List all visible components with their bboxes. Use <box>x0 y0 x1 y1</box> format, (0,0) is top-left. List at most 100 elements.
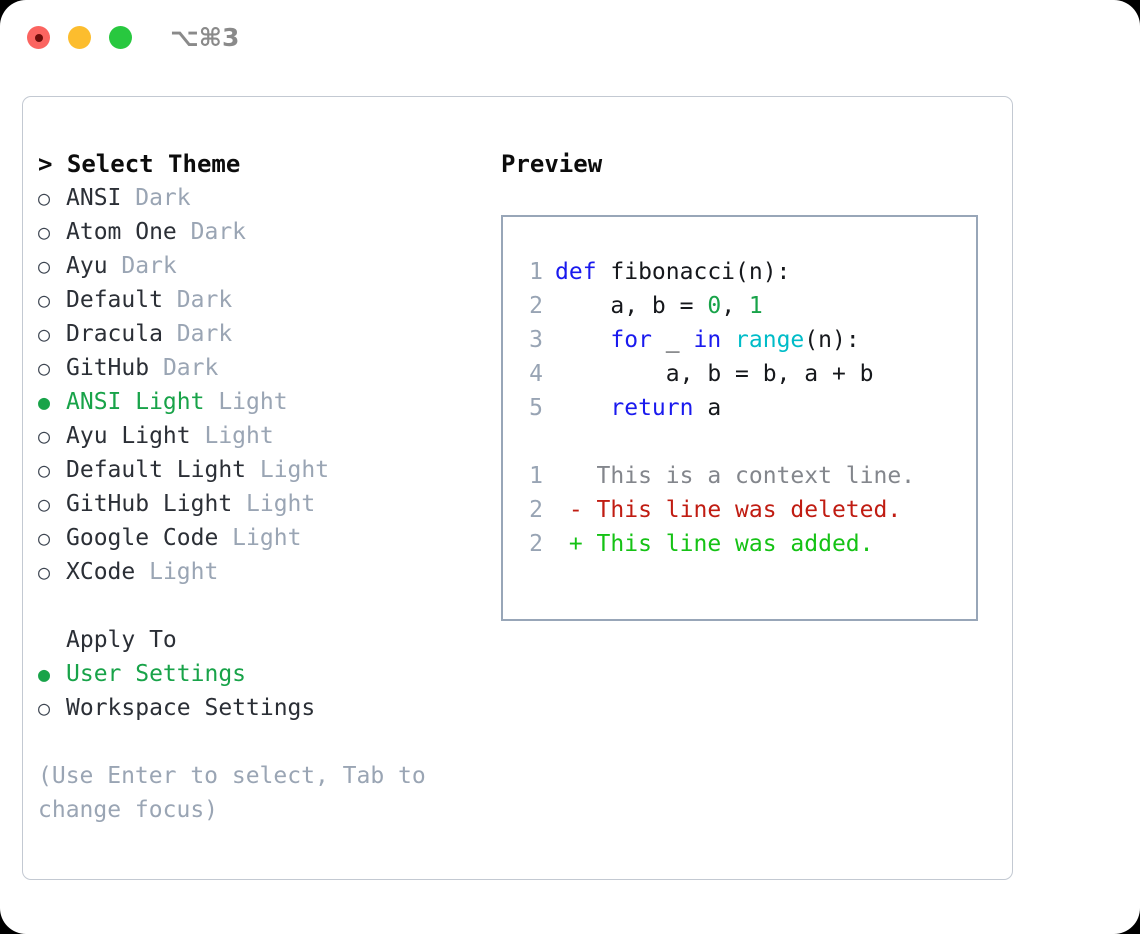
code-line: 5 return a <box>503 391 976 425</box>
line-number: 4 <box>529 361 543 387</box>
radio-selected-icon: ● <box>38 390 51 414</box>
preview-header: Preview <box>501 150 603 178</box>
theme-list-item[interactable]: ○ XCode Light <box>38 555 498 589</box>
theme-list-item[interactable]: ○ Dracula Dark <box>38 317 498 351</box>
code-token <box>555 391 610 425</box>
code-token <box>721 323 735 357</box>
window-controls <box>27 26 132 49</box>
theme-variant: Dark <box>121 185 191 211</box>
theme-list-item[interactable]: ○Google Code Light <box>38 521 498 555</box>
diff-line: 2 + This line was added. <box>503 527 976 561</box>
theme-name: Default <box>66 287 163 313</box>
apply-to-label: Workspace Settings <box>66 695 316 721</box>
line-number: 2 <box>529 293 543 319</box>
line-number: 5 <box>529 395 543 421</box>
theme-list: ○ANSI Dark○Atom One Dark○Ayu Dark○Defaul… <box>38 181 498 589</box>
theme-list-item[interactable]: ○ GitHub Dark <box>38 351 498 385</box>
theme-variant: Dark <box>162 321 233 347</box>
code-token: in <box>693 327 722 353</box>
radio-unselected-icon: ○ <box>38 186 51 210</box>
line-number: 1 <box>529 463 543 489</box>
code-token: a, b = <box>555 293 708 319</box>
line-number: 3 <box>529 327 543 353</box>
theme-list-item[interactable]: ○Atom One Dark <box>38 215 498 249</box>
diff-line: 1 This is a context line. <box>503 459 976 493</box>
line-number: 2 <box>529 497 543 523</box>
theme-list-item[interactable]: ○Default Dark <box>38 283 498 317</box>
code-token: for <box>610 327 652 353</box>
theme-variant: Dark <box>162 287 233 313</box>
theme-variant: Light <box>204 389 288 415</box>
apply-to-option[interactable]: ● User Settings <box>38 657 498 691</box>
theme-list-item[interactable]: ○ ANSI Dark <box>38 181 498 215</box>
theme-list-item[interactable]: ○ GitHub Light Light <box>38 487 498 521</box>
apply-to-list: ● User Settings ○ Workspace Settings <box>38 657 498 725</box>
theme-variant: Dark <box>107 253 177 279</box>
apply-to-header: Apply To <box>66 627 177 653</box>
close-button[interactable] <box>27 26 50 49</box>
theme-list-item[interactable]: ○ Ayu Light Light <box>38 419 498 453</box>
code-token: a, b = b, a + b <box>555 361 874 387</box>
theme-name: Default Light <box>66 457 247 483</box>
theme-variant: Dark <box>149 355 219 381</box>
theme-name: Ayu <box>66 253 108 279</box>
theme-variant: Light <box>190 423 274 449</box>
content-frame: > Select Theme ○ANSI Dark○Atom One Dark○… <box>22 96 1013 880</box>
code-token: _ <box>651 327 694 353</box>
code-token: This is a context line. <box>555 463 916 489</box>
code-line: 3 for _ in range(n): <box>503 323 976 357</box>
radio-selected-icon: ● <box>38 662 51 686</box>
theme-name: XCode <box>66 559 136 585</box>
line-number: 2 <box>529 531 543 557</box>
keyboard-hint-text: (Use Enter to select, Tab to change focu… <box>38 763 440 823</box>
theme-name: Ayu Light <box>66 423 191 449</box>
theme-name: GitHub Light <box>66 491 233 517</box>
radio-unselected-icon: ○ <box>38 560 51 584</box>
radio-unselected-icon: ○ <box>38 458 51 482</box>
title-bar: ⌥⌘3 <box>0 0 1140 78</box>
theme-list-item[interactable]: ●ANSI Light Light <box>38 385 498 419</box>
diff-line: 2 - This line was deleted. <box>503 493 976 527</box>
code-token: 0 <box>707 293 722 319</box>
theme-list-item[interactable]: ○ Ayu Dark <box>38 249 498 283</box>
radio-unselected-icon: ○ <box>38 424 51 448</box>
code-token: + This line was added. <box>555 531 874 557</box>
radio-unselected-icon: ○ <box>38 492 51 516</box>
code-diff-gap <box>503 425 976 459</box>
code-token: range <box>735 327 805 353</box>
theme-name: ANSI <box>66 185 122 211</box>
diff-sample: 1 This is a context line.2 - This line w… <box>503 459 976 561</box>
maximize-button[interactable] <box>109 26 132 49</box>
code-line: 4 a, b = b, a + b <box>503 357 976 391</box>
code-token: return <box>610 395 694 421</box>
code-token: , <box>721 293 749 319</box>
theme-list-item[interactable]: ○Default Light Light <box>38 453 498 487</box>
select-theme-header: > Select Theme <box>38 150 241 178</box>
theme-name: Dracula <box>66 321 163 347</box>
theme-variant: Light <box>232 491 316 517</box>
radio-unselected-icon: ○ <box>38 254 51 278</box>
theme-name: GitHub <box>66 355 150 381</box>
theme-variant: Light <box>135 559 219 585</box>
apply-to-option[interactable]: ○ Workspace Settings <box>38 691 498 725</box>
radio-unselected-icon: ○ <box>38 696 51 720</box>
keyboard-shortcut-label: ⌥⌘3 <box>170 23 240 52</box>
code-token: 1 <box>748 293 763 319</box>
code-token: - This line was deleted. <box>555 497 902 523</box>
code-token: (n): <box>804 327 860 353</box>
code-token: a <box>693 395 722 421</box>
radio-unselected-icon: ○ <box>38 356 51 380</box>
minimize-button[interactable] <box>68 26 91 49</box>
apply-to-label: User Settings <box>66 661 247 687</box>
theme-variant: Dark <box>176 219 247 245</box>
theme-name: Google Code <box>66 525 219 551</box>
radio-unselected-icon: ○ <box>38 322 51 346</box>
code-token: def <box>555 259 611 285</box>
code-line: 2 a, b = 0, 1 <box>503 289 976 323</box>
theme-variant: Light <box>218 525 302 551</box>
theme-selector-panel: > Select Theme ○ANSI Dark○Atom One Dark○… <box>38 147 498 827</box>
